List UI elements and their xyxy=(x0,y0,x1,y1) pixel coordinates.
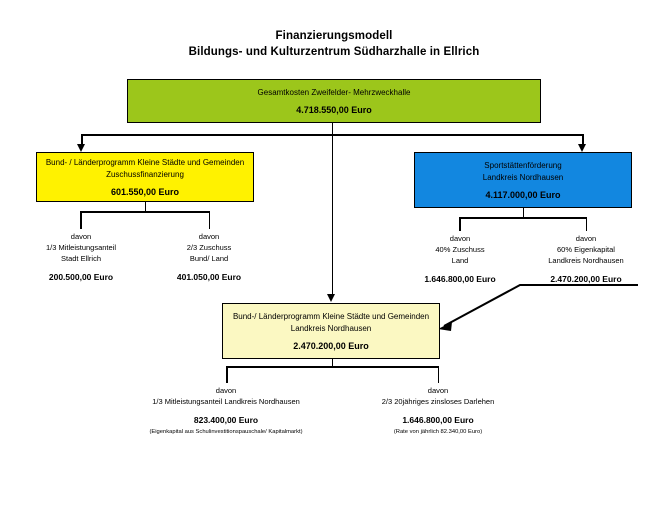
box-total-cost: Gesamtkosten Zweifelder- Mehrzweckhalle … xyxy=(127,79,541,123)
box-sportstaettenfoerderung-caption-1: Sportstättenförderung xyxy=(484,161,562,170)
leaf-bottom-1: davon 1/3 Mitleistungsanteil Landkreis N… xyxy=(136,385,316,438)
connector-drop-left xyxy=(81,134,83,146)
box-bund-laender-zuschuss-caption-1: Bund- / Länderprogramm Kleine Städte und… xyxy=(45,158,245,167)
box-sportstaettenfoerderung: Sportstättenförderung Landkreis Nordhaus… xyxy=(414,152,632,208)
box-bund-laender-zuschuss: Bund- / Länderprogramm Kleine Städte und… xyxy=(36,152,254,202)
leaf-bottom-2: davon 2/3 20jähriges zinsloses Darlehen … xyxy=(350,385,526,438)
leaf-left-1-line-1: 1/3 Mitleistungsanteil xyxy=(45,243,117,252)
leaf-right-1-davon: davon xyxy=(449,234,471,243)
box-total-cost-caption: Gesamtkosten Zweifelder- Mehrzweckhalle xyxy=(257,87,411,97)
connector-bottom-leaf2 xyxy=(437,366,439,383)
leaf-left-1-value: 200.500,00 Euro xyxy=(48,272,114,282)
leaf-left-1-line-2: Stadt Ellrich xyxy=(60,254,102,263)
leaf-left-2-line-2: Bund/ Land xyxy=(189,254,229,263)
connector-right-stub xyxy=(522,208,524,217)
title-line-2: Bildungs- und Kulturzentrum Südharzhalle… xyxy=(188,46,480,58)
leaf-bottom-1-value: 823.400,00 Euro xyxy=(193,415,259,425)
arrow-head-center xyxy=(327,294,336,302)
connector-mid-stub xyxy=(331,359,333,367)
box-sportstaettenfoerderung-caption-2: Landkreis Nordhausen xyxy=(482,172,564,182)
leaf-right-1-line-1: 40% Zuschuss xyxy=(435,245,485,254)
connector-right-leaf1 xyxy=(459,217,461,231)
connector-eigenkapital-to-mid xyxy=(438,284,638,331)
leaf-bottom-2-line-1: 2/3 20jähriges zinsloses Darlehen xyxy=(381,397,495,406)
box-bund-laender-landkreis: Bund-/ Länderprogramm Kleine Städte und … xyxy=(222,303,440,359)
leaf-left-2-value: 401.050,00 Euro xyxy=(176,272,242,282)
box-bund-laender-landkreis-caption-1: Bund-/ Länderprogramm Kleine Städte und … xyxy=(232,312,430,321)
leaf-right-1: davon 40% Zuschuss Land 1.646.800,00 Eur… xyxy=(400,233,520,285)
box-bund-laender-zuschuss-amount: 601.550,00 Euro xyxy=(110,187,180,197)
leaf-left-2: davon 2/3 Zuschuss Bund/ Land 401.050,00… xyxy=(148,231,270,283)
leaf-bottom-1-note: (Eigenkapital aus Schulinvestitionspausc… xyxy=(149,429,303,435)
leaf-left-1-davon: davon xyxy=(70,232,92,241)
leaf-bottom-2-value: 1.646.800,00 Euro xyxy=(402,415,474,425)
connector-bottom-leaf1 xyxy=(226,366,228,383)
leaf-bottom-2-davon: davon xyxy=(427,386,449,395)
box-bund-laender-zuschuss-caption-2: Zuschussfinanzierung xyxy=(106,169,184,179)
connector-left-leaf1 xyxy=(80,211,82,229)
leaf-left-2-line-1: 2/3 Zuschuss xyxy=(186,243,232,252)
leaf-bottom-2-note: (Rate von jährlich 82.340,00 Euro) xyxy=(393,429,483,435)
leaf-right-1-line-2: Land xyxy=(451,256,469,265)
connector-right-leaf2 xyxy=(585,217,587,231)
box-total-cost-amount: 4.718.550,00 Euro xyxy=(296,105,372,116)
leaf-right-1-value: 1.646.800,00 Euro xyxy=(424,274,496,284)
leaf-bottom-1-davon: davon xyxy=(215,386,237,395)
connector-total-stub xyxy=(331,123,333,135)
leaf-right-2-value: 2.470.200,00 Euro xyxy=(550,274,622,284)
leaf-right-2-line-2: Landkreis Nordhausen xyxy=(548,256,624,265)
connector-left-leaf2 xyxy=(208,211,210,229)
connector-drop-right xyxy=(582,134,584,146)
connector-center-long xyxy=(331,134,333,295)
connector-bottom-bus xyxy=(226,366,439,368)
arrow-head-right xyxy=(577,144,586,152)
leaf-right-2: davon 60% Eigenkapital Landkreis Nordhau… xyxy=(523,233,649,285)
box-sportstaettenfoerderung-amount: 4.117.000,00 Euro xyxy=(485,190,561,200)
leaf-left-1: davon 1/3 Mitleistungsanteil Stadt Ellri… xyxy=(20,231,142,283)
title-line-1: Finanzierungsmodell xyxy=(275,30,393,42)
leaf-right-2-davon: davon xyxy=(575,234,597,243)
arrow-head-left xyxy=(76,144,85,152)
connector-left-stub xyxy=(144,202,146,211)
leaf-left-2-davon: davon xyxy=(198,232,220,241)
connector-left-bus xyxy=(80,211,210,213)
page-title: Finanzierungsmodell Bildungs- und Kultur… xyxy=(0,28,668,60)
connector-right-bus xyxy=(459,217,587,219)
box-bund-laender-landkreis-caption-2: Landkreis Nordhausen xyxy=(290,323,372,333)
leaf-bottom-1-line-1: 1/3 Mitleistungsanteil Landkreis Nordhau… xyxy=(152,397,300,406)
leaf-right-2-line-1: 60% Eigenkapital xyxy=(557,245,615,254)
box-bund-laender-landkreis-amount: 2.470.200,00 Euro xyxy=(293,341,369,351)
